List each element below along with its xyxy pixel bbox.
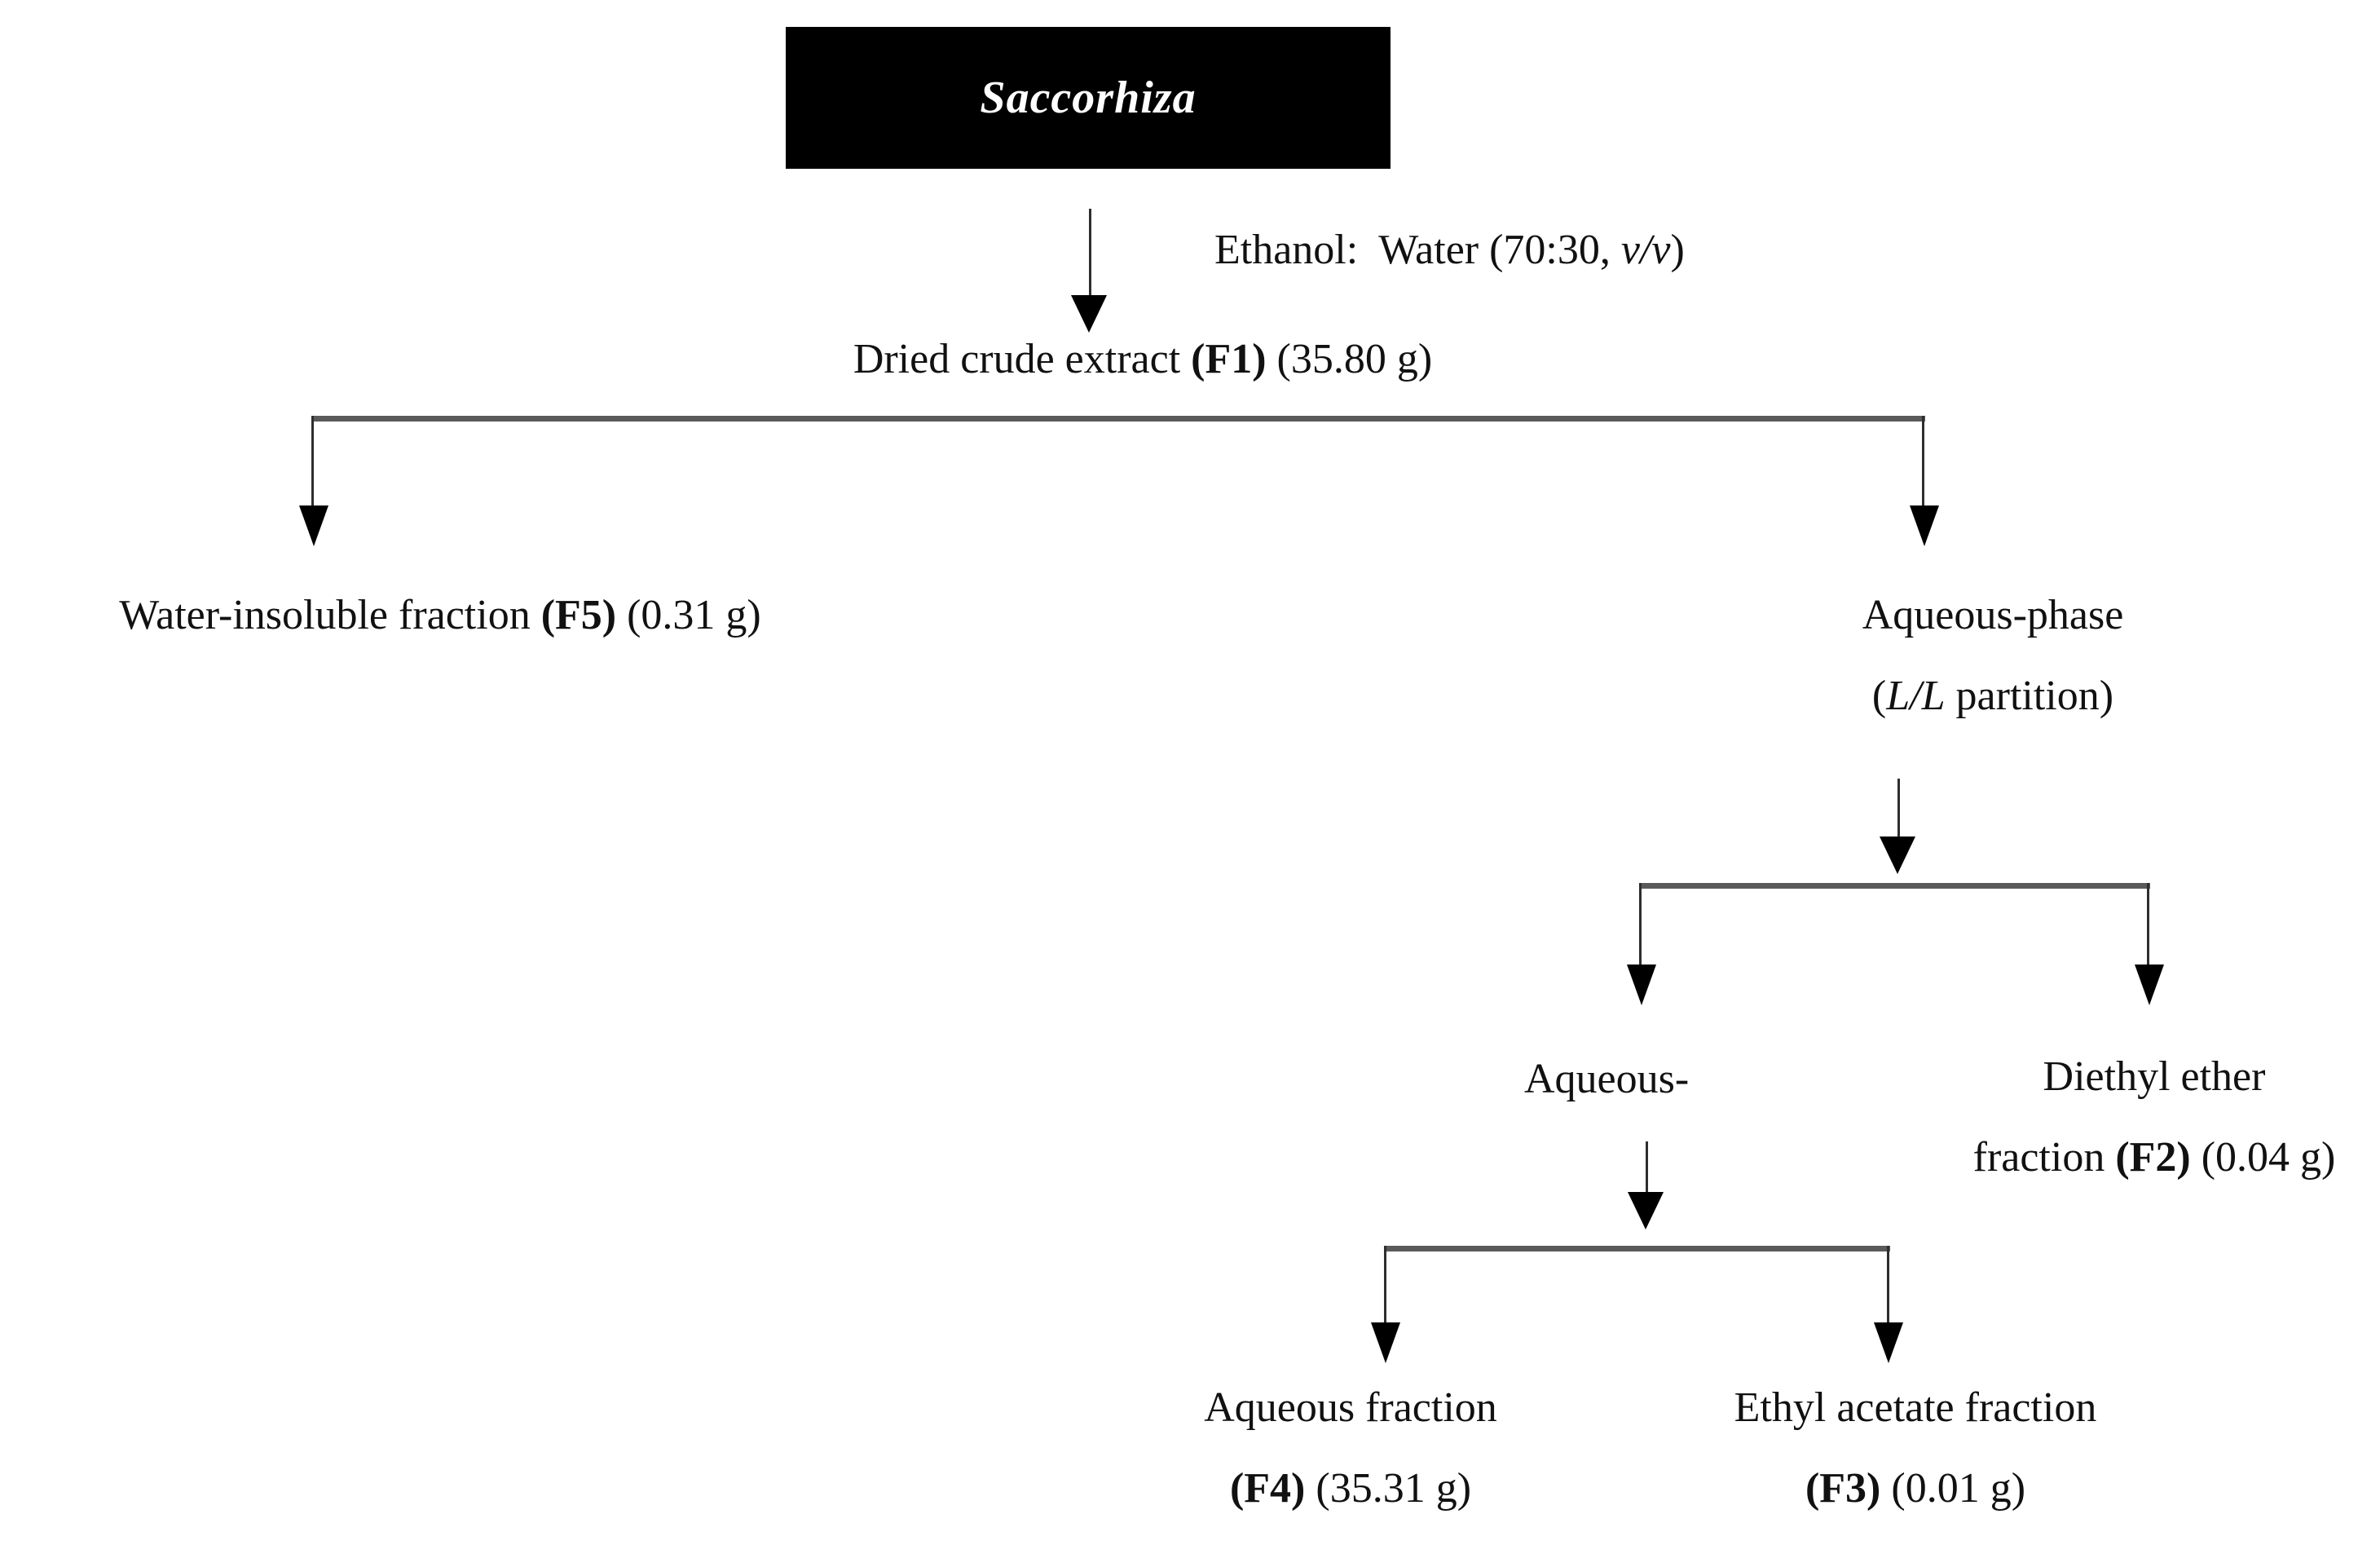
branch2-right-arrowhead: [2135, 965, 2164, 1005]
aqueous-phase-line1: Aqueous-phase: [1862, 592, 2124, 638]
branch1-left-arrowhead: [299, 505, 328, 546]
source-organism-label: Saccorhiza: [980, 73, 1197, 123]
branch2-left-stem: [1639, 883, 1642, 966]
solvent-close-paren: ): [1670, 227, 1685, 273]
node-f1-label: Dried crude extract (F1) (35.80 g): [735, 320, 1550, 400]
f2-line1: Diethyl ether: [2043, 1053, 2266, 1100]
branch1-right-arrowhead: [1910, 505, 1939, 546]
arrow-aqueousphase-stem: [1897, 779, 1900, 840]
branch1-horizontal-line: [313, 416, 1925, 422]
f4-mass: (35.31 g): [1305, 1464, 1472, 1512]
branch2-right-stem: [2147, 883, 2149, 966]
f2-mass: (0.04 g): [2190, 1133, 2336, 1181]
f2-line2-text: fraction: [1972, 1133, 2116, 1181]
f3-line1: Ethyl acetate fraction: [1734, 1384, 2097, 1431]
branch1-left-stem: [311, 416, 314, 507]
solvent-text: Ethanol: Water (70:30,: [1214, 227, 1621, 273]
f3-mass: (0.01 g): [1880, 1464, 2026, 1512]
branch3-left-arrowhead: [1371, 1322, 1400, 1363]
f1-code: (F1): [1191, 336, 1267, 382]
node-f2-label: Diethyl ether fraction (F2) (0.04 g): [1934, 1037, 2374, 1198]
aqueous-phase-line2-open: (: [1871, 672, 1887, 719]
aqueous-phase-ll-italic: L/L: [1886, 672, 1946, 719]
branch3-left-stem: [1384, 1246, 1386, 1324]
node-f4-label: Aqueous fraction (F4) (35.31 g): [1139, 1368, 1562, 1530]
solvent-vv-italic: v/v: [1620, 227, 1671, 273]
branch2-left-arrowhead: [1627, 965, 1656, 1005]
f5-mass: (0.31 g): [616, 592, 761, 638]
arrow-aqueous-intermediate-stem: [1646, 1141, 1648, 1194]
arrow-aqueous-intermediate-head: [1628, 1192, 1664, 1229]
node-aqueous-phase-label: Aqueous-phase (L/L partition): [1789, 576, 2197, 737]
branch2-horizontal-line: [1640, 883, 2150, 889]
f3-code: (F3): [1805, 1464, 1881, 1512]
node-aqueous-intermediate-label: Aqueous-: [1524, 1056, 1690, 1102]
node-f5-label: Water-insoluble fraction (F5) (0.31 g): [10, 576, 870, 656]
f1-mass: (35.80 g): [1266, 336, 1433, 382]
node-f3-label: Ethyl acetate fraction (F3) (0.01 g): [1671, 1368, 2160, 1530]
aqueous-phase-line2-rest: partition): [1945, 672, 2114, 719]
f4-line1: Aqueous fraction: [1204, 1384, 1497, 1431]
f2-code: (F2): [2115, 1133, 2191, 1181]
branch3-horizontal-line: [1385, 1246, 1890, 1251]
branch3-right-arrowhead: [1874, 1322, 1903, 1363]
f1-text: Dried crude extract: [853, 336, 1192, 382]
branch3-right-stem: [1887, 1246, 1889, 1324]
source-organism-box: Saccorhiza: [786, 27, 1391, 169]
f5-text: Water-insoluble fraction: [119, 592, 541, 638]
solvent-label: Ethanol: Water (70:30, v/v): [1214, 210, 1685, 291]
arrow-source-to-f1-head: [1071, 295, 1107, 333]
arrow-aqueousphase-head: [1880, 837, 1915, 874]
f4-code: (F4): [1229, 1464, 1306, 1512]
branch1-right-stem: [1922, 416, 1924, 507]
f5-code: (F5): [540, 592, 617, 638]
arrow-source-to-f1-stem: [1089, 209, 1091, 298]
